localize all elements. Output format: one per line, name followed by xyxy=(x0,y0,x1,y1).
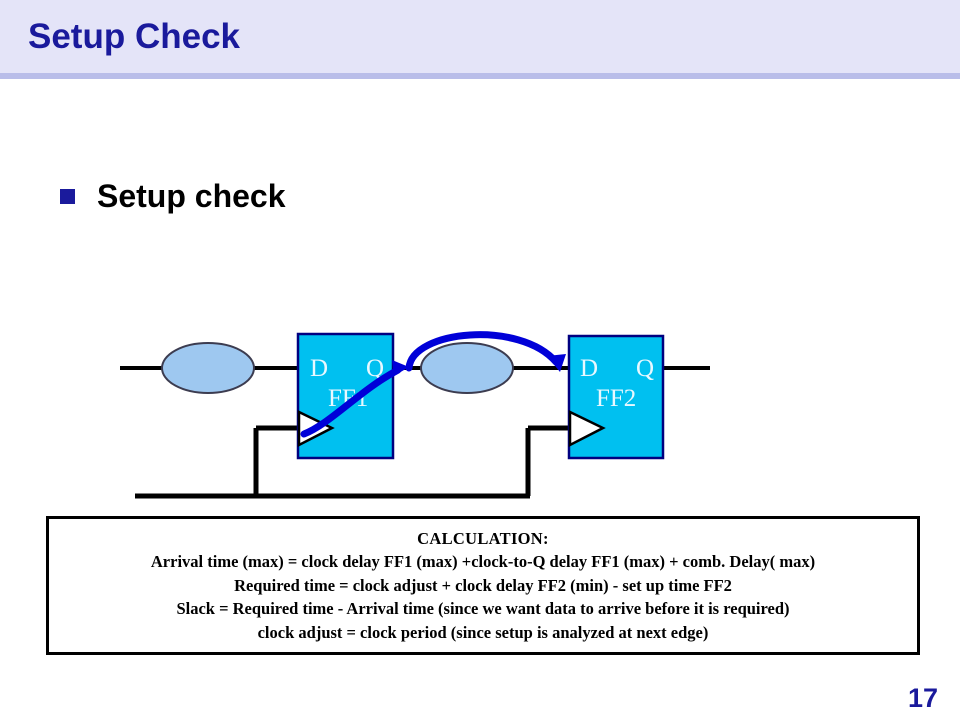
page-title: Setup Check xyxy=(28,17,240,56)
flipflop-ff2: D Q FF2 xyxy=(567,334,665,460)
calculation-line-arrival-time: Arrival time (max) = clock delay FF1 (ma… xyxy=(150,552,816,572)
ff2-q-label: Q xyxy=(636,355,654,382)
comb-delay-bubble-2 xyxy=(420,342,514,394)
ff2-name-label: FF2 xyxy=(596,385,636,412)
calculation-line-clock-adjust: clock adjust = clock period (since setup… xyxy=(257,622,709,642)
bullet-item-setup-check: Setup check xyxy=(60,178,286,215)
ff1-q-label: Q xyxy=(366,355,384,382)
bullet-item-label: Setup check xyxy=(97,178,286,214)
clock-to-q-arrowhead-icon xyxy=(392,360,409,376)
calculation-line-title: CALCULATION: xyxy=(417,528,549,548)
annotation-arrows xyxy=(300,331,566,438)
flipflop-ff1: D Q FF1 xyxy=(296,332,395,460)
clock-to-q-arrow-path xyxy=(300,366,402,438)
square-bullet-icon xyxy=(60,189,75,204)
calculation-box: CALCULATION: Arrival time (max) = clock … xyxy=(46,516,920,655)
clock-delay-bubble-1 xyxy=(161,342,255,394)
ff2-clock-triangle-icon xyxy=(568,410,606,448)
header-divider-rule xyxy=(0,73,960,79)
ff1-d-label: D xyxy=(310,355,328,382)
comb-delay-arrowhead-icon xyxy=(547,354,566,372)
setup-check-diagram: D Q FF1 D Q FF2 xyxy=(0,300,960,515)
comb-delay-arrow-path xyxy=(405,331,560,372)
calculation-line-slack: Slack = Required time - Arrival time (si… xyxy=(176,599,790,619)
ff2-d-label: D xyxy=(580,355,598,382)
header-band xyxy=(0,0,960,73)
calculation-line-required-time: Required time = clock adjust + clock del… xyxy=(234,575,732,595)
slide-number: 17 xyxy=(907,683,938,713)
